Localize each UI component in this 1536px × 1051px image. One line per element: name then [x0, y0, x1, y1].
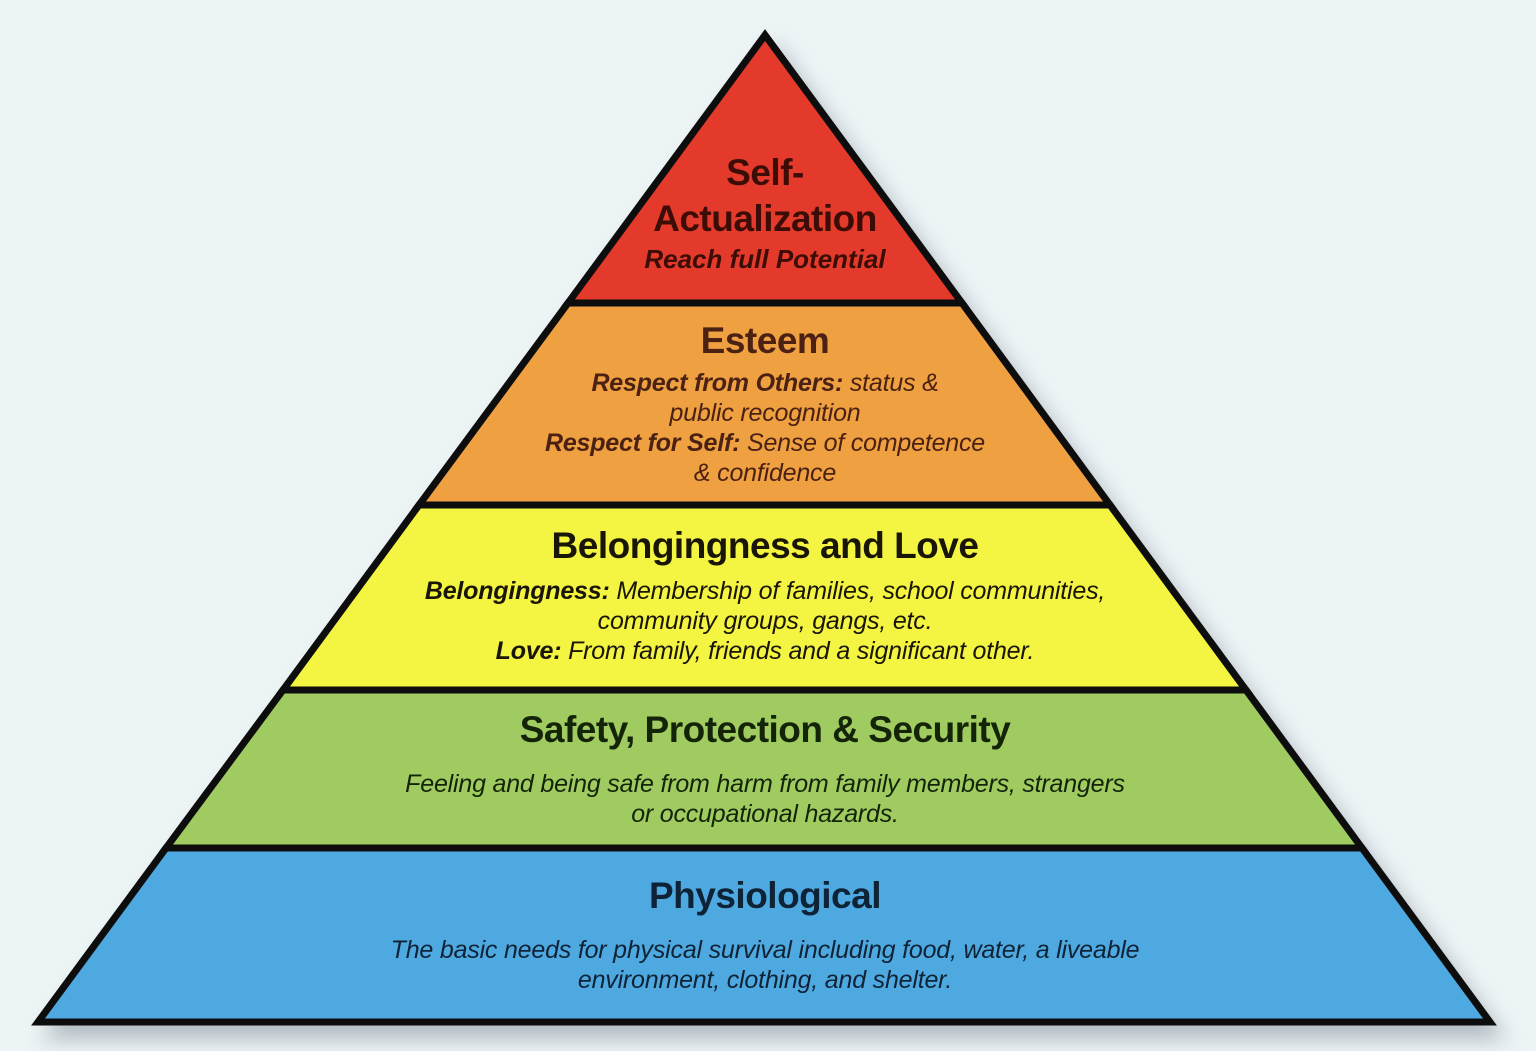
level-shape-self-actualization: [561, 29, 969, 307]
level-shape-esteem: [412, 299, 1117, 509]
level-shape-physiological: [31, 844, 1497, 1026]
level-shape-belongingness: [276, 501, 1253, 694]
level-shape-safety: [159, 686, 1369, 852]
